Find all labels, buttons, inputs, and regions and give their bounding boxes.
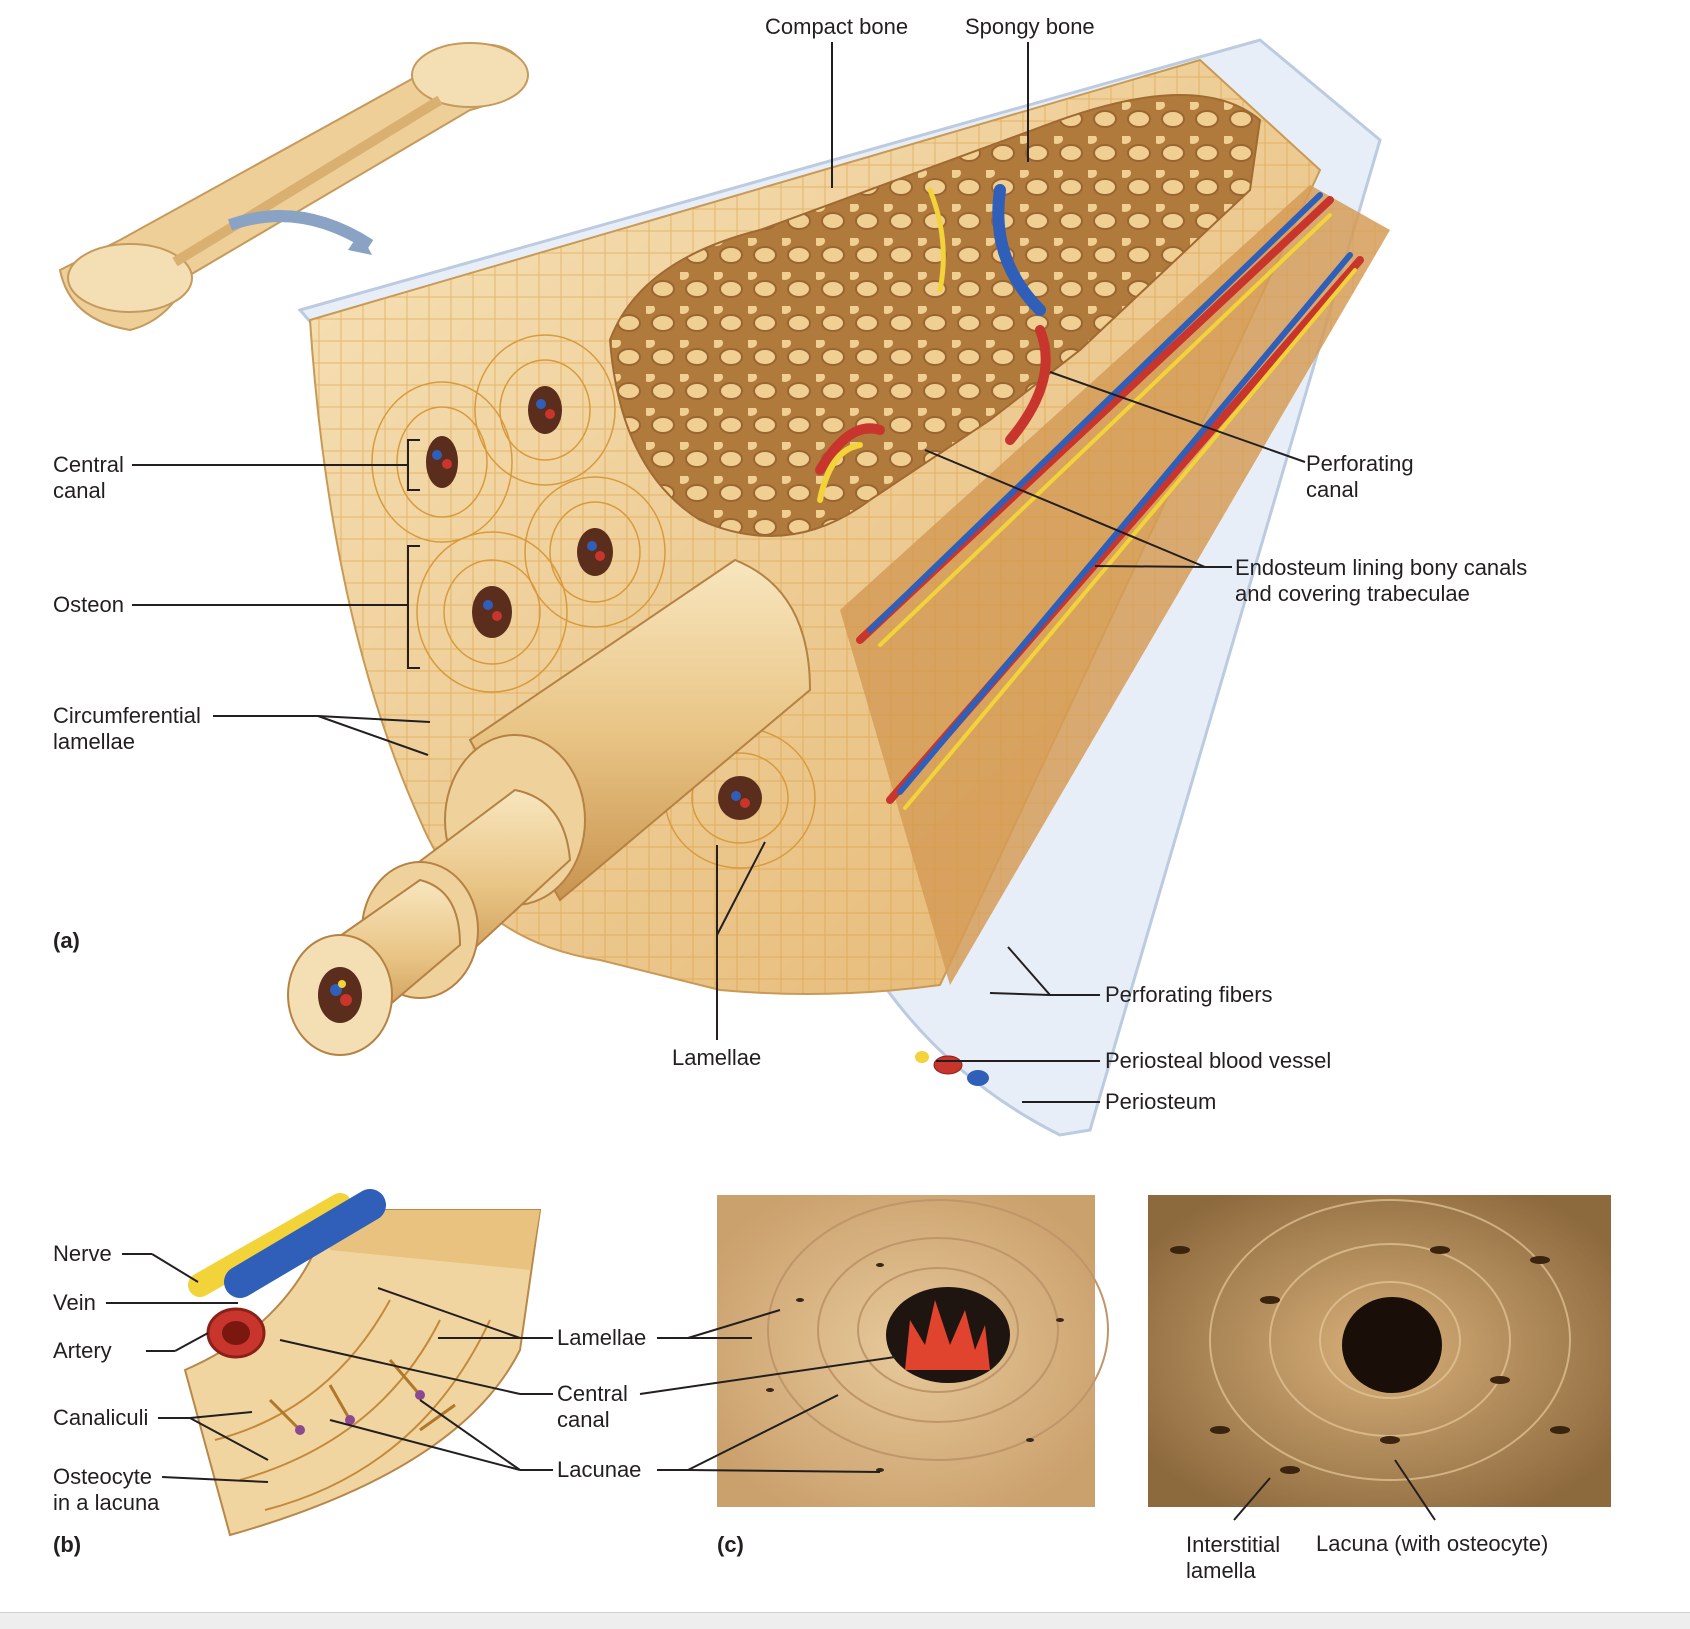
long-bone-thumbnail [58,42,529,332]
endosteum-label-line2: and covering trabeculae [1235,581,1470,606]
perforating-fibers-label: Perforating fibers [1105,982,1273,1007]
interstitial-lamella-label-line2: lamella [1186,1558,1256,1583]
circumferential-lamellae-label-line1: Circumferential [53,703,201,728]
bottom-edge-bar [0,1612,1690,1629]
perforating-canal-label-line2: canal [1306,477,1359,502]
central-canal-label-b-line2: canal [557,1407,610,1432]
leader-lines-a [132,42,1306,1103]
central-canal-label-b-line1: Central [557,1381,628,1406]
osteons [371,334,816,869]
nerve-label: Nerve [53,1241,112,1266]
osteon-wedge-b [183,1189,542,1537]
spongy-bone-label: Spongy bone [965,14,1095,39]
leader-lines-c1 [639,1309,896,1473]
osteon-cylinders [287,558,812,1056]
panel-a-label: (a) [53,928,80,953]
micrograph-sem [717,1195,1109,1507]
leader-lines-b [106,1253,553,1483]
perforating-canal-label-line1: Perforating [1306,451,1414,476]
artery-label: Artery [53,1338,112,1363]
central-canal-label-a-line1: Central [53,452,124,477]
spongy-bone-region [608,94,1262,537]
osteocyte-label-line1: Osteocyte [53,1464,153,1489]
endosteum-label-line1: Endosteum lining bony canals [1235,555,1528,580]
compact-bone-label: Compact bone [765,14,909,39]
canaliculi-label: Canaliculi [53,1405,149,1430]
panel-b-label: (b) [53,1532,82,1557]
micrograph-lm [1148,1195,1611,1507]
panel-c-label: (c) [717,1532,744,1557]
periosteum-label: Periosteum [1105,1089,1217,1114]
vein-label: Vein [53,1290,96,1315]
lamellae-label-b: Lamellae [557,1325,647,1350]
lamellae-label-a: Lamellae [672,1045,762,1070]
shaft-vessels [815,184,1364,810]
circumferential-lamellae-label-line2: lamellae [53,729,135,754]
leader-lines-c2 [1233,1459,1436,1521]
osteon-label: Osteon [53,592,124,617]
interstitial-lamella-label-line1: Interstitial [1186,1532,1281,1557]
lacunae-label: Lacunae [557,1457,642,1482]
periosteal-blood-vessel-label: Periosteal blood vessel [1105,1048,1332,1073]
central-canal-label-a-line2: canal [53,478,106,503]
osteocyte-label-line2: in a lacuna [53,1490,160,1515]
lacuna-with-osteocyte-label: Lacuna (with osteocyte) [1316,1531,1549,1556]
